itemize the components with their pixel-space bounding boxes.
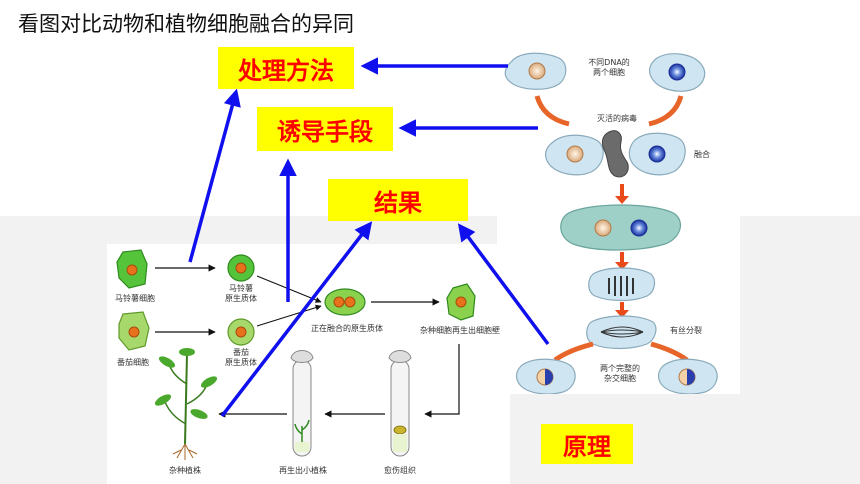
page-title: 看图对比动物和植物细胞融合的异同 bbox=[18, 12, 354, 36]
mitosis-cell bbox=[586, 315, 657, 350]
label-callus: 愈伤组织 bbox=[384, 466, 416, 475]
plant-fusion-diagram bbox=[116, 249, 476, 460]
label-tomato-protoplast: 番茄 原生质体 bbox=[225, 348, 257, 367]
label-virus: 灭活的病毒 bbox=[597, 114, 637, 123]
box-result: 结果 bbox=[328, 179, 468, 221]
curved-arrow-left bbox=[534, 95, 570, 127]
label-fusing: 正在融合的原生质体 bbox=[311, 324, 383, 333]
daughter-left-nucleus-blue bbox=[545, 369, 553, 385]
animal-fusion-diagram bbox=[504, 52, 718, 394]
spindle-marks bbox=[600, 326, 644, 338]
callus-tube bbox=[388, 350, 412, 457]
label-two-cells: 不同DNA的 两个细胞 bbox=[588, 58, 630, 77]
chromosome-marks bbox=[608, 276, 634, 296]
curved-arrow-down-left bbox=[553, 341, 594, 363]
curved-arrow-right bbox=[648, 95, 684, 127]
curved-arrow-down-right bbox=[650, 341, 689, 363]
fused-cell bbox=[560, 204, 682, 251]
arrow-plant-to-result bbox=[220, 221, 373, 418]
daughter-right-nucleus-blue bbox=[687, 369, 695, 385]
tomato-protoplast-nucleus bbox=[235, 326, 247, 338]
label-tomato-cell: 番茄细胞 bbox=[117, 358, 149, 367]
down-arrow-2 bbox=[615, 252, 629, 270]
box-processing-method: 处理方法 bbox=[218, 47, 354, 89]
fusing-nucleus-1 bbox=[333, 296, 345, 308]
virus-shape bbox=[601, 130, 629, 178]
fusing-nucleus-2 bbox=[344, 296, 356, 308]
animal-cell-2-nucleus bbox=[668, 63, 686, 81]
fusion-cell-left-nucleus bbox=[566, 145, 584, 163]
label-fusion: 融合 bbox=[694, 150, 710, 159]
label-plantlet: 再生出小植株 bbox=[279, 466, 327, 475]
arrow-plant-to-method bbox=[188, 88, 241, 263]
down-arrow-1 bbox=[615, 184, 629, 204]
arrow-converge-bottom bbox=[256, 304, 322, 327]
arrow-down-right bbox=[424, 344, 460, 418]
hybrid-plant bbox=[154, 348, 218, 460]
potato-cell-nucleus bbox=[126, 264, 138, 276]
plant-fusion-panel: 马铃薯细胞 马铃薯 原生质体 番茄细胞 番茄 原生质体 正在融合的原生质体 杂种… bbox=[107, 244, 510, 484]
label-mitosis: 有丝分裂 bbox=[670, 326, 702, 335]
label-hybrid-plant: 杂种植株 bbox=[169, 466, 201, 475]
fused-nucleus-blue bbox=[630, 219, 648, 237]
label-potato-protoplast: 马铃薯 原生质体 bbox=[225, 284, 257, 303]
label-new-wall: 杂种细胞再生出细胞壁 bbox=[420, 326, 500, 335]
label-potato-cell: 马铃薯细胞 bbox=[115, 294, 155, 303]
plantlet-tube bbox=[290, 350, 314, 457]
arrow-principle-to-result bbox=[457, 223, 550, 346]
label-hybrids: 两个完整的 杂交细胞 bbox=[600, 364, 640, 383]
down-arrow-3 bbox=[615, 302, 629, 318]
potato-protoplast-nucleus bbox=[235, 262, 247, 274]
animal-fusion-panel: 不同DNA的 两个细胞 灭活的病毒 融合 有丝分裂 两个完整的 杂交细胞 bbox=[497, 44, 740, 394]
box-principle: 原理 bbox=[541, 424, 633, 464]
fused-nucleus-tan bbox=[594, 219, 612, 237]
tomato-cell-nucleus bbox=[128, 326, 140, 338]
box-induction-means: 诱导手段 bbox=[257, 107, 393, 151]
hybrid-cell-nucleus bbox=[455, 296, 467, 308]
animal-cell-1-nucleus bbox=[528, 62, 546, 80]
fusion-cell-right-nucleus bbox=[648, 145, 666, 163]
